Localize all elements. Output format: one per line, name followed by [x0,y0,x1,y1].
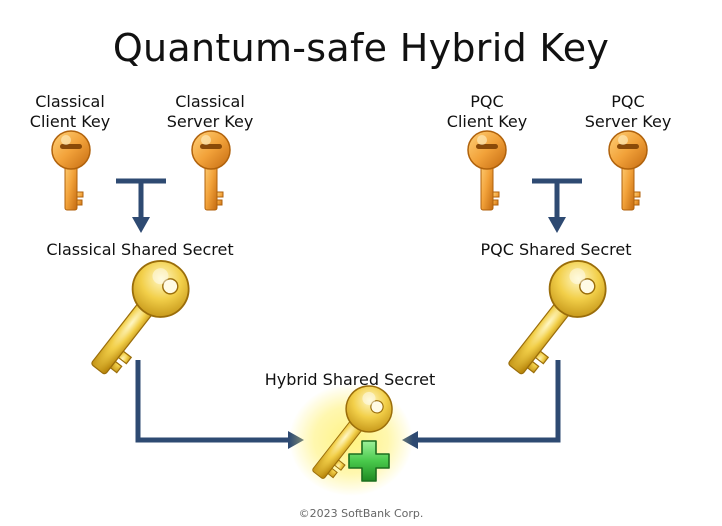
classical-server-key-label-line1: Classical [175,92,245,111]
classical-combine-arrowhead [132,217,150,233]
classical-server-key-label-line2: Server Key [166,112,254,131]
pqc-server-key-label: PQC Server Key [578,92,678,132]
hybrid-shared-secret-label: Hybrid Shared Secret [264,370,436,389]
pqc-server-key-label-line2: Server Key [584,112,672,131]
classical-to-hybrid-arrow [135,360,290,443]
copyright-text: ©2023 SoftBank Corp. [298,507,424,520]
pqc-to-hybrid-arrow [416,360,561,443]
classical-client-key-icon [51,130,91,211]
classical-shared-secret-label: Classical Shared Secret [46,240,234,259]
classical-combine-arrow [116,178,166,219]
pqc-shared-secret-label: PQC Shared Secret [480,240,632,259]
pqc-shared-secret-key-icon [491,248,618,388]
classical-server-key-icon [191,130,231,211]
pqc-server-key-label-line1: PQC [611,92,645,111]
pqc-server-key-icon [608,130,648,211]
diagram-title: Quantum-safe Hybrid Key [112,26,610,70]
pqc-combine-arrow [532,178,582,219]
pqc-client-key-label: PQC Client Key [437,92,537,132]
classical-client-key-label-line2: Client Key [29,112,111,131]
classical-server-key-label: Classical Server Key [160,92,260,132]
pqc-combine-arrowhead [548,217,566,233]
classical-client-key-label: Classical Client Key [20,92,120,132]
pqc-client-key-label-line2: Client Key [446,112,528,131]
pqc-client-key-icon [467,130,507,211]
pqc-client-key-label-line1: PQC [470,92,504,111]
classical-client-key-label-line1: Classical [35,92,105,111]
plus-icon [348,440,390,482]
